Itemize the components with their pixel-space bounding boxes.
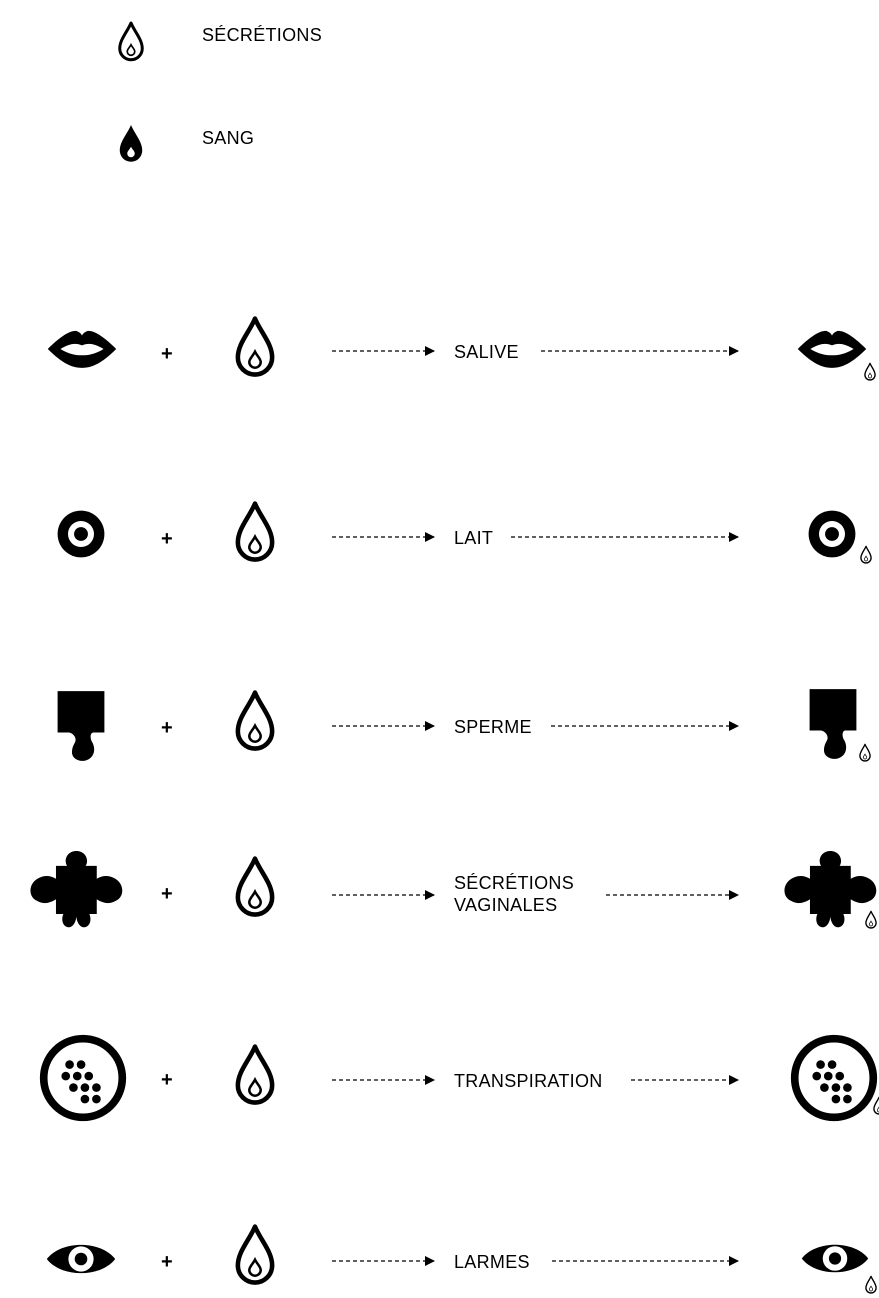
outline-drop-icon bbox=[232, 854, 278, 918]
lips-icon bbox=[796, 326, 868, 372]
plus-sign: + bbox=[161, 717, 173, 739]
outline-drop-icon bbox=[232, 1042, 278, 1106]
outline-drop-icon bbox=[116, 20, 146, 62]
row-secretions-vaginales: + SÉCRÉTIONS VAGINALES bbox=[0, 840, 879, 940]
dashed-arrow bbox=[511, 532, 739, 542]
nipple-icon bbox=[55, 508, 107, 560]
plus-sign: + bbox=[161, 1069, 173, 1091]
fluid-label-line2: VAGINALES bbox=[454, 895, 558, 915]
dashed-arrow bbox=[606, 890, 739, 900]
penis-icon bbox=[54, 686, 108, 770]
fluid-label: SPERME bbox=[454, 717, 532, 737]
outline-drop-icon bbox=[863, 362, 877, 381]
legend: SÉCRÉTIONS SANG bbox=[0, 0, 879, 180]
legend-label-sang: SANG bbox=[202, 128, 255, 148]
skin-pores-icon bbox=[788, 1032, 879, 1124]
dashed-arrow bbox=[551, 721, 739, 731]
fluid-label: SALIVE bbox=[454, 342, 519, 362]
outline-drop-icon bbox=[872, 1096, 879, 1115]
dashed-arrow bbox=[332, 1075, 435, 1085]
outline-drop-icon bbox=[858, 743, 872, 762]
outline-drop-icon bbox=[864, 910, 878, 929]
skin-pores-icon bbox=[37, 1032, 129, 1124]
dashed-arrow bbox=[332, 346, 435, 356]
dashed-arrow bbox=[332, 532, 435, 542]
fluid-label: LAIT bbox=[454, 528, 494, 548]
outline-drop-icon bbox=[859, 545, 873, 564]
dashed-arrow bbox=[541, 346, 739, 356]
plus-sign: + bbox=[161, 343, 173, 365]
dashed-arrow bbox=[332, 1256, 435, 1266]
outline-drop-icon bbox=[232, 314, 278, 378]
outline-drop-icon bbox=[232, 499, 278, 563]
eye-icon bbox=[45, 1236, 117, 1282]
row-sperme: + SPERME bbox=[0, 680, 879, 790]
dashed-arrow bbox=[332, 721, 435, 731]
lips-icon bbox=[46, 326, 118, 372]
outline-drop-icon bbox=[864, 1275, 878, 1294]
fluid-label: TRANSPIRATION bbox=[454, 1071, 603, 1091]
dashed-arrow bbox=[552, 1256, 739, 1266]
plus-sign: + bbox=[161, 1251, 173, 1273]
fluid-label-line1: SÉCRÉTIONS bbox=[454, 873, 575, 893]
fluid-label: LARMES bbox=[454, 1252, 530, 1272]
outline-drop-icon bbox=[232, 688, 278, 752]
row-larmes: + LARMES bbox=[0, 1208, 879, 1298]
row-transpiration: + TRANSPIRATION bbox=[0, 1020, 879, 1140]
penis-icon bbox=[806, 684, 860, 768]
plus-sign: + bbox=[161, 883, 173, 905]
dashed-arrow bbox=[332, 890, 435, 900]
nipple-icon bbox=[806, 508, 858, 560]
legend-label-secretions: SÉCRÉTIONS bbox=[202, 25, 323, 45]
dashed-arrow bbox=[631, 1075, 739, 1085]
row-salive: + SALIVE bbox=[0, 300, 879, 400]
row-lait: + LAIT bbox=[0, 487, 879, 587]
filled-drop-icon bbox=[116, 122, 146, 164]
puzzle-vulva-icon bbox=[30, 847, 132, 931]
outline-drop-icon bbox=[232, 1222, 278, 1286]
fluid-label: SÉCRÉTIONS VAGINALES bbox=[454, 872, 574, 916]
plus-sign: + bbox=[161, 528, 173, 550]
eye-icon bbox=[800, 1236, 870, 1281]
